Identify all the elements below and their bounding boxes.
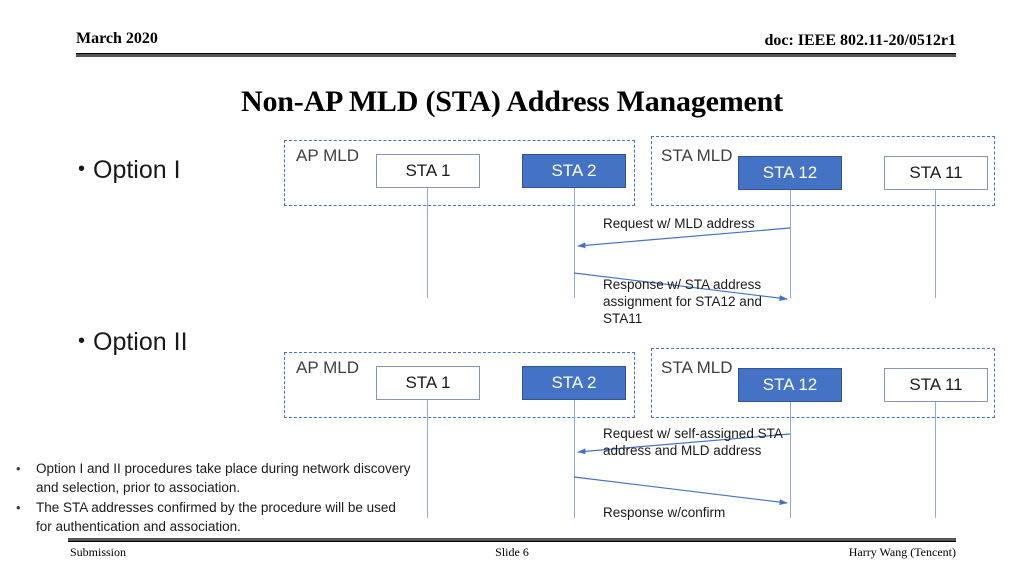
sta-mld-group-label: STA MLD [661, 146, 733, 165]
message-label-option1-request: Request w/ MLD address [603, 216, 755, 231]
lifeline-sta12-option1 [790, 190, 791, 298]
bullet-dot-icon: • [16, 500, 21, 515]
sta-mld-group-label: STA MLD [661, 358, 733, 377]
lifeline-sta2-option1 [574, 188, 575, 298]
arrow-option2-response [573, 476, 788, 506]
footer-divider [68, 538, 956, 542]
lifeline-sta1-option1 [427, 188, 428, 298]
option-2-label: Option II [93, 328, 188, 356]
node-sta1-option2[interactable]: STA 1 [376, 366, 480, 400]
lifeline-sta12-option2 [790, 402, 791, 518]
node-sta12-option2[interactable]: STA 12 [738, 368, 842, 402]
option-1-label: Option I [93, 156, 181, 184]
bullet-dot-icon: • [78, 158, 86, 180]
ap-mld-group-option1 [284, 140, 635, 206]
lifeline-sta11-option2 [935, 402, 936, 518]
page-title: Non-AP MLD (STA) Address Management [241, 85, 783, 118]
node-sta2-option1[interactable]: STA 2 [522, 154, 626, 188]
sta-mld-group-option2 [651, 348, 995, 418]
ap-mld-group-option2 [284, 352, 635, 418]
node-sta11-option2[interactable]: STA 11 [884, 368, 988, 402]
footer-slide-number: Slide 6 [495, 545, 529, 559]
lifeline-sta11-option1 [935, 190, 936, 298]
note-text: Option I and II procedures take place du… [36, 461, 411, 495]
node-sta1-option1[interactable]: STA 1 [376, 154, 480, 188]
header-divider [76, 53, 956, 57]
header-doc-id: doc: IEEE 802.11-20/0512r1 [764, 32, 956, 49]
list-item: • Option I and II procedures take place … [12, 460, 412, 497]
footer-left: Submission [70, 545, 127, 559]
option-1-heading: • Option I [78, 156, 181, 185]
bullet-dot-icon: • [78, 330, 86, 352]
bullet-dot-icon: • [16, 461, 21, 476]
node-sta11-option1[interactable]: STA 11 [884, 156, 988, 190]
notes-list: • Option I and II procedures take place … [12, 460, 412, 538]
node-sta2-option2[interactable]: STA 2 [522, 366, 626, 400]
node-sta12-option1[interactable]: STA 12 [738, 156, 842, 190]
header-date: March 2020 [76, 30, 158, 47]
message-label-option1-response: Response w/ STA address assignment for S… [603, 277, 762, 326]
message-label-option2-response: Response w/confirm [603, 505, 726, 520]
lifeline-sta2-option2 [574, 400, 575, 518]
list-item: • The STA addresses confirmed by the pro… [12, 499, 412, 536]
ap-mld-group-label: AP MLD [296, 358, 359, 377]
lifeline-sta1-option2 [427, 400, 428, 518]
message-label-option2-request: Request w/ self-assigned STA address and… [603, 426, 783, 458]
option-2-heading: • Option II [78, 328, 188, 357]
sta-mld-group-option1 [651, 136, 995, 206]
ap-mld-group-label: AP MLD [296, 146, 359, 165]
footer-author: Harry Wang (Tencent) [848, 545, 956, 559]
note-text: The STA addresses confirmed by the proce… [36, 500, 396, 534]
